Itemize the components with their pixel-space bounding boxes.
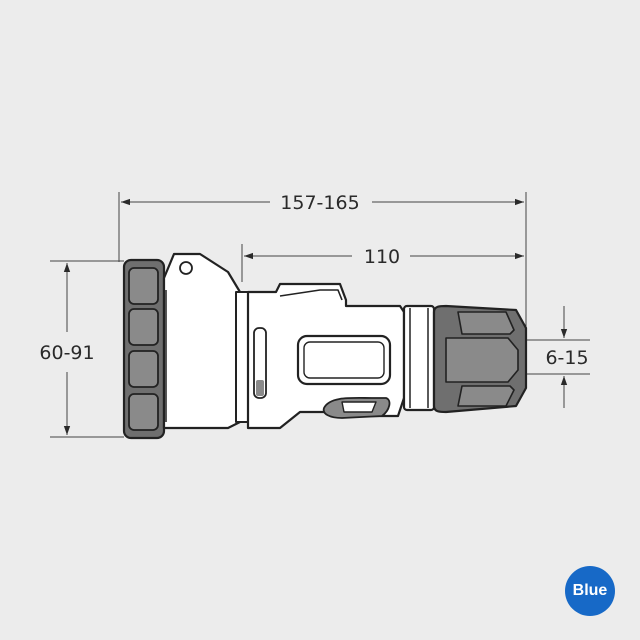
dimension-front-diameter	[50, 260, 124, 438]
total-length-label: 157-165	[280, 192, 359, 214]
front-diameter-label: 60-91	[39, 342, 94, 364]
dimension-total-length	[118, 192, 527, 330]
color-badge: Blue	[565, 566, 615, 616]
connector-drawing	[122, 252, 528, 440]
body-length-label: 110	[364, 246, 400, 268]
socket-lid	[162, 252, 242, 430]
cable-diameter-label: 6-15	[545, 347, 588, 369]
hinge-pin-icon	[179, 261, 193, 275]
dimension-body-length	[241, 244, 524, 282]
neck-collar	[402, 304, 436, 412]
rating-plate	[296, 334, 392, 386]
dimension-cable-diameter	[526, 306, 590, 408]
